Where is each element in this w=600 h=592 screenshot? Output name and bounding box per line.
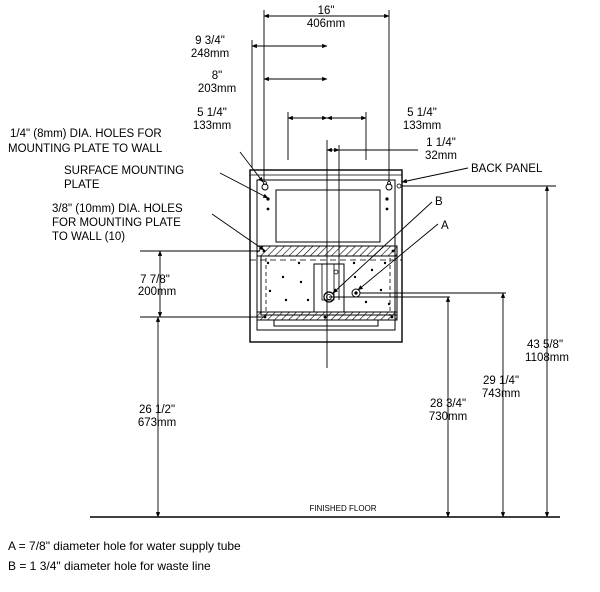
callout-holes-10mm-line1: 3/8" (10mm) DIA. HOLES — [52, 203, 183, 215]
central-bracket — [313, 263, 345, 313]
dim-5-1-4-left-metric: 133mm — [193, 120, 231, 132]
upper-window — [275, 189, 381, 243]
fountain-unit — [249, 140, 403, 368]
supply-hole-a-inner — [354, 291, 358, 295]
callout-surface-plate-line2: PLATE — [64, 179, 100, 191]
dim-5-1-4-right-metric: 133mm — [403, 120, 441, 132]
dim-28-3-4-imperial: 28 3/4" — [430, 398, 466, 410]
mounting-hole-upper-right — [396, 183, 402, 189]
bracket-hole — [333, 269, 339, 275]
leader-holes-10mm — [211, 213, 265, 251]
dim-26-1-2-metric: 673mm — [138, 417, 176, 429]
dim-8-imperial: 8" — [212, 70, 222, 82]
callout-marker-b: B — [435, 196, 443, 208]
dimension-labels: 16" 406mm 9 3/4" 248mm 8" 203mm 5 1/4" 1… — [138, 5, 569, 429]
callout-back-panel: BACK PANEL — [471, 163, 543, 175]
keyhole-left — [261, 181, 269, 191]
dim-26-1-2-imperial: 26 1/2" — [139, 404, 175, 416]
callout-holes-10mm-line2: FOR MOUNTING PLATE — [52, 217, 181, 229]
legend-b: B = 1 3/4" diameter hole for waste line — [8, 559, 211, 573]
dim-28-3-4-metric: 730mm — [429, 411, 467, 423]
mounting-holes-10mm — [262, 197, 395, 319]
bracket-slot — [321, 263, 335, 301]
leader-lines — [211, 151, 469, 294]
top-dimensions — [251, 10, 418, 182]
leader-holes-8mm — [239, 151, 264, 183]
dim-16in-imperial: 16" — [318, 5, 335, 17]
dim-1-1-4-imperial: 1 1/4" — [426, 137, 456, 149]
legend-a: A = 7/8" diameter hole for water supply … — [8, 539, 241, 553]
vertical-dimensions — [90, 185, 560, 518]
dim-16in-metric: 406mm — [307, 18, 345, 30]
finished-floor-label: FINISHED FLOOR — [309, 504, 376, 513]
dim-5-1-4-right-imperial: 5 1/4" — [407, 107, 437, 119]
callout-marker-a: A — [441, 220, 449, 232]
callout-holes-10mm-line3: TO WALL (10) — [52, 231, 125, 243]
dim-43-5-8-imperial: 43 5/8" — [527, 339, 563, 351]
leader-surface-plate — [219, 172, 269, 199]
dim-1-1-4-metric: 32mm — [425, 150, 457, 162]
dim-29-1-4-imperial: 29 1/4" — [483, 375, 519, 387]
bottom-strip — [273, 319, 379, 327]
dim-9-3-4-metric: 248mm — [191, 48, 229, 60]
callout-holes-8mm-line2: MOUNTING PLATE TO WALL — [8, 143, 163, 155]
dim-9-3-4-imperial: 9 3/4" — [195, 35, 225, 47]
dim-43-5-8-metric: 1108mm — [525, 352, 569, 364]
dim-8-metric: 203mm — [198, 83, 236, 95]
dim-5-1-4-left-imperial: 5 1/4" — [197, 107, 227, 119]
keyhole-right — [385, 181, 393, 191]
dim-7-7-8-imperial: 7 7/8" — [140, 274, 170, 286]
callout-labels: 1/4" (8mm) DIA. HOLES FOR MOUNTING PLATE… — [8, 128, 543, 513]
leader-back-panel — [401, 167, 469, 184]
callout-holes-8mm-line1: 1/4" (8mm) DIA. HOLES FOR — [10, 128, 162, 140]
callout-surface-plate-line1: SURFACE MOUNTING — [64, 165, 184, 177]
inner-panel — [260, 255, 398, 316]
leader-b — [332, 201, 433, 294]
dim-29-1-4-metric: 743mm — [482, 388, 520, 400]
leader-a — [357, 223, 439, 291]
dim-7-7-8-metric: 200mm — [138, 286, 176, 298]
